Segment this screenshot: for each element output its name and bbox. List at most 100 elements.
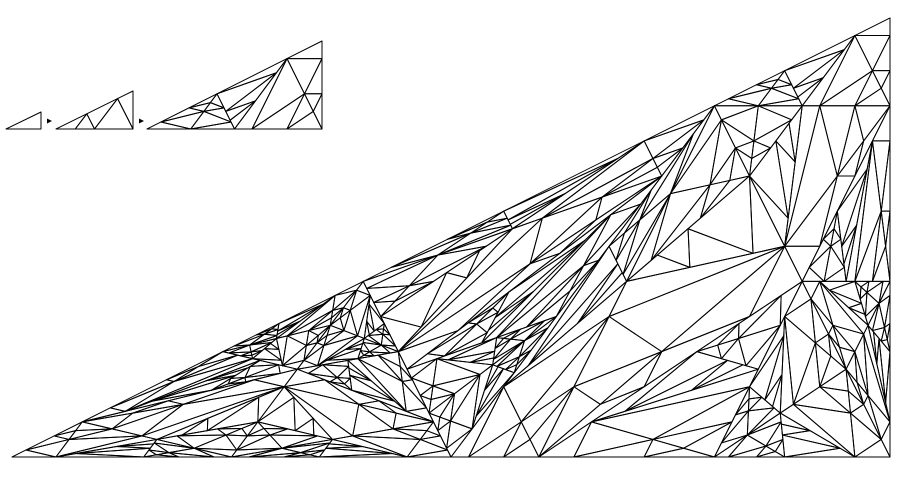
tile-triangle	[644, 106, 714, 141]
tile-triangle	[855, 106, 890, 141]
tile-triangle	[245, 373, 280, 381]
tile-triangle	[237, 435, 282, 450]
tile-triangle	[700, 176, 749, 218]
tile-triangle	[855, 88, 890, 106]
tile-triangle	[735, 387, 749, 415]
stage-2-triangle	[87, 99, 118, 129]
tile-triangle	[872, 141, 890, 211]
tile-triangle	[82, 413, 132, 429]
tile-triangle	[793, 50, 844, 89]
tile-triangle	[358, 355, 374, 358]
tile-triangle	[697, 324, 739, 352]
tile-triangle	[785, 246, 820, 281]
tile-triangle	[861, 281, 869, 292]
tile-triangle	[369, 295, 384, 323]
tile-triangle	[265, 349, 282, 361]
tile-triangle	[258, 387, 294, 422]
tile-triangle	[207, 397, 258, 430]
tile-triangle	[802, 267, 824, 281]
tile-triangle	[329, 439, 362, 446]
tile-triangle	[793, 387, 850, 413]
tile-triangle	[527, 291, 570, 327]
tile-triangle	[539, 387, 600, 457]
tile-triangle	[867, 281, 883, 292]
tile-triangle	[110, 380, 174, 408]
tile-triangle	[309, 318, 332, 331]
stage-3-triangle	[313, 94, 322, 129]
tile-triangle	[469, 422, 522, 457]
stage-3-triangle	[305, 59, 323, 94]
tile-triangle	[447, 429, 472, 457]
tile-triangle	[429, 394, 454, 417]
stage-3-triangle	[217, 59, 287, 94]
tile-triangle	[521, 317, 609, 422]
tile-triangle	[330, 318, 344, 331]
tile-triangle	[470, 351, 494, 362]
tile-triangle	[846, 352, 857, 383]
tile-triangle	[393, 413, 433, 429]
tile-triangle	[577, 264, 622, 324]
tile-triangle	[748, 397, 774, 411]
tile-triangle	[596, 176, 662, 220]
tile-triangle	[411, 378, 433, 396]
stage-1-triangle	[6, 112, 41, 129]
tile-triangle	[710, 148, 735, 185]
tile-triangle	[242, 422, 258, 436]
stage-1	[6, 112, 41, 129]
arrowhead-right-icon	[47, 118, 52, 124]
tile-triangle	[872, 106, 890, 141]
tile-triangle	[284, 380, 359, 405]
tile-triangle	[282, 436, 332, 448]
arrowhead-right-icon	[139, 118, 144, 124]
stage-3-triangle	[252, 94, 305, 129]
tile-triangle	[504, 439, 539, 457]
tile-triangle	[574, 422, 653, 457]
tile-triangle	[625, 360, 728, 411]
tile-triangle	[468, 292, 509, 323]
tile-triangle	[785, 106, 838, 246]
tile-triangle	[653, 387, 750, 440]
tile-triangle	[398, 218, 542, 351]
tile-triangle	[823, 211, 837, 239]
tile-triangle	[688, 229, 753, 268]
tile-triangle	[504, 422, 530, 457]
tile-triangle	[332, 436, 407, 457]
tile-triangle	[855, 281, 869, 286]
tile-triangle	[591, 387, 749, 440]
main-pinwheel-tiling	[12, 18, 890, 457]
stage-3-triangle	[226, 73, 277, 112]
stage-3-triangle	[287, 41, 322, 59]
tile-triangle	[330, 382, 352, 390]
tile-triangle	[359, 404, 396, 429]
tile-triangle	[539, 422, 592, 457]
tile-triangle	[420, 436, 447, 450]
tile-triangle	[438, 225, 511, 255]
tile-triangle	[542, 141, 653, 218]
tile-triangle	[497, 266, 584, 338]
tile-triangle	[144, 455, 179, 457]
tile-triangle	[609, 233, 624, 260]
stage-3-triangle	[287, 94, 313, 129]
tile-triangle	[350, 375, 395, 401]
tile-triangle	[433, 374, 480, 393]
tile-triangle	[602, 158, 657, 197]
tile-triangle	[855, 18, 890, 36]
tile-triangle	[352, 390, 406, 411]
substitution-arrows	[47, 118, 144, 124]
tile-triangle	[623, 194, 670, 275]
tile-triangle	[881, 71, 890, 106]
tile-triangle	[574, 439, 653, 457]
tile-triangle	[820, 36, 873, 106]
stage-3-triangle	[305, 94, 323, 112]
tile-triangle	[750, 176, 785, 253]
tile-triangle	[692, 360, 743, 390]
tile-triangle	[374, 286, 410, 303]
tile-triangle	[855, 71, 881, 106]
substitution-stages	[6, 41, 322, 129]
tile-triangle	[881, 422, 890, 457]
tile-triangle	[378, 355, 402, 381]
tile-triangle	[431, 386, 454, 400]
tile-triangle	[785, 281, 811, 316]
tile-triangle	[476, 369, 514, 416]
